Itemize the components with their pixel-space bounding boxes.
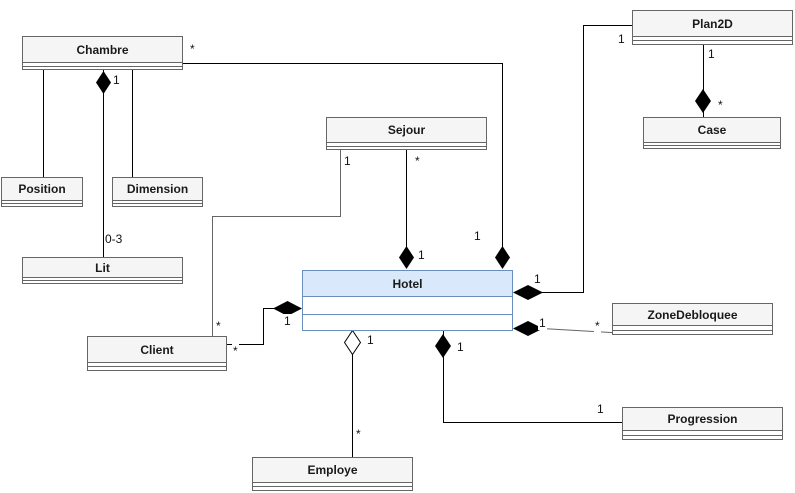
class-hotel-attributes: [303, 297, 512, 315]
class-progression-title: Progression: [623, 408, 782, 431]
edge-hotel-progression-v: [443, 331, 444, 422]
composition-diamond-hotel-sejour: [399, 246, 414, 269]
mult-hotel-plan2d-end: 1: [533, 272, 542, 286]
class-client-title: Client: [88, 337, 226, 363]
class-hotel-title: Hotel: [303, 271, 512, 297]
edge-client-hotel-v: [263, 308, 264, 345]
composition-diamond-hotel-plan2d: [513, 285, 543, 300]
class-progression-attributes: [623, 431, 782, 435]
class-hotel: Hotel: [302, 270, 513, 331]
mult-chambre-lit-whole: 1: [112, 73, 121, 87]
composition-diamond-chambre-lit: [96, 71, 111, 94]
mult-progression-hotel-end: 1: [596, 402, 605, 416]
class-position-attributes: [2, 201, 82, 203]
class-zonedebloquee-attributes: [613, 326, 772, 330]
class-chambre-methods: [23, 65, 182, 69]
composition-diamond-hotel-chambre: [495, 246, 510, 269]
mult-hotel-zone-end: 1: [538, 316, 547, 330]
class-employe-title: Employe: [253, 458, 412, 483]
class-plan2d-title: Plan2D: [633, 11, 792, 37]
class-sejour-attributes: [327, 143, 486, 146]
class-position: Position: [1, 177, 83, 207]
class-case-title: Case: [644, 118, 780, 143]
mult-hotel-progression-end: 1: [456, 340, 465, 354]
edge-hotel-plan2d-h1: [542, 292, 584, 293]
class-progression: Progression: [622, 407, 783, 440]
class-dimension-methods: [113, 203, 202, 206]
class-dimension-attributes: [113, 201, 202, 203]
class-employe: Employe: [252, 457, 413, 491]
edge-hotel-zonedebloquee: [541, 328, 613, 334]
composition-diamond-hotel-client: [273, 301, 302, 316]
mult-hotel-client-end: 1: [283, 314, 292, 328]
class-lit-title: Lit: [23, 258, 182, 278]
edge-chambre-position: [43, 70, 44, 177]
class-employe-methods: [253, 486, 412, 490]
mult-client-hotel-end: *: [232, 344, 239, 358]
class-hotel-methods: [303, 314, 512, 330]
composition-diamond-plan2d-case: [695, 89, 711, 113]
mult-sejour-client-one: 1: [343, 154, 352, 168]
edge-sejour-hotel: [406, 150, 407, 249]
mult-client-sejour-end: *: [215, 319, 222, 333]
class-sejour: Sejour: [326, 117, 487, 150]
mult-zone-hotel-end: *: [594, 319, 601, 333]
class-chambre-attributes: [23, 63, 182, 66]
mult-sejour-hotel-star: *: [414, 154, 421, 168]
edge-chambre-dimension: [132, 70, 133, 177]
class-dimension-title: Dimension: [113, 178, 202, 201]
edge-client-hotel-h1: [227, 344, 264, 345]
class-dimension: Dimension: [112, 177, 203, 207]
class-case-attributes: [644, 143, 780, 145]
edge-chambre-hotel-h: [183, 63, 503, 64]
class-progression-methods: [623, 434, 782, 439]
edge-plan2d-case: [703, 45, 704, 117]
class-case-methods: [644, 145, 780, 148]
class-plan2d-methods: [633, 40, 792, 44]
class-employe-attributes: [253, 483, 412, 486]
class-zonedebloquee-methods: [613, 329, 772, 334]
edge-sejour-client-h: [212, 216, 341, 217]
edge-hotel-plan2d-v: [583, 25, 584, 293]
aggregation-diamond-hotel-employe: [344, 330, 361, 355]
edge-hotel-plan2d-h2: [583, 25, 632, 26]
mult-chambre-end: *: [189, 42, 196, 56]
class-sejour-title: Sejour: [327, 118, 486, 143]
class-client-attributes: [88, 363, 226, 366]
mult-plan2d-hotel-end: 1: [617, 32, 626, 46]
class-zonedebloquee-title: ZoneDebloquee: [613, 304, 772, 326]
mult-lit-end: 0-3: [104, 232, 124, 246]
edge-sejour-client-v1: [340, 150, 341, 216]
mult-hotel-sejour-end: 1: [417, 248, 426, 262]
class-chambre-title: Chambre: [23, 37, 182, 63]
mult-hotel-chambre-end: 1: [473, 229, 482, 243]
class-plan2d-attributes: [633, 37, 792, 40]
mult-employe-hotel-end: *: [355, 427, 362, 441]
class-lit: Lit: [22, 257, 183, 284]
edge-chambre-hotel-v: [502, 63, 503, 249]
class-client-methods: [88, 366, 226, 370]
class-position-methods: [2, 203, 82, 206]
class-case: Case: [643, 117, 781, 149]
edge-chambre-lit: [103, 70, 104, 257]
composition-diamond-hotel-zonedebloquee: [513, 321, 543, 336]
mult-case-plan2d-end: *: [717, 98, 724, 112]
edge-sejour-client-v2: [212, 216, 213, 336]
class-plan2d: Plan2D: [632, 10, 793, 45]
edge-hotel-progression-h: [443, 422, 622, 423]
class-sejour-methods: [327, 145, 486, 149]
class-zonedebloquee: ZoneDebloquee: [612, 303, 773, 335]
class-lit-methods: [23, 280, 182, 283]
class-client: Client: [87, 336, 227, 371]
class-position-title: Position: [2, 178, 82, 201]
mult-hotel-employe-end: 1: [366, 333, 375, 347]
composition-diamond-hotel-progression: [435, 334, 451, 358]
class-chambre: Chambre: [22, 36, 183, 70]
class-lit-attributes: [23, 278, 182, 280]
edge-hotel-employe: [352, 354, 353, 457]
mult-plan2d-case-end: 1: [707, 47, 716, 61]
edge-client-hotel-h2: [263, 308, 277, 309]
